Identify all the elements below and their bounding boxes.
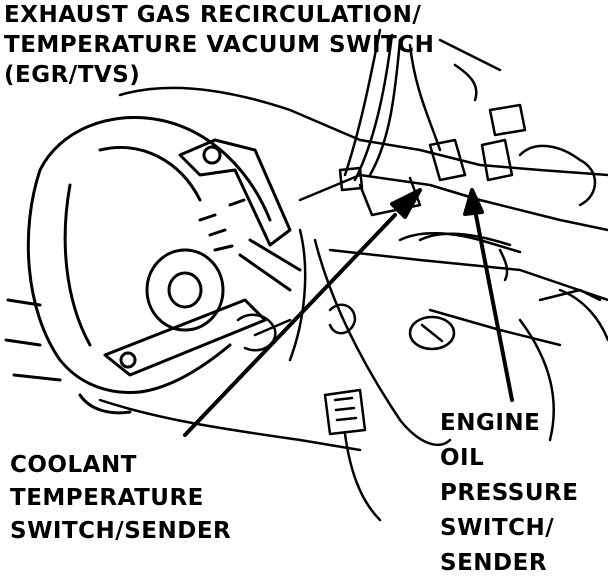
pointer-arrows [183, 188, 514, 437]
egr-label-line-2: TEMPERATURE VACUUM SWITCH [4, 32, 435, 58]
egr-label-line-3: (EGR/TVS) [4, 62, 141, 88]
egr-label-line-1: EXHAUST GAS RECIRCULATION/ [4, 2, 422, 28]
alternator-bracket [103, 138, 302, 377]
alternator [4, 115, 272, 415]
egr-tvs-label: EXHAUST GAS RECIRCULATION/ TEMPERATURE V… [4, 0, 434, 90]
wiring-harness [236, 28, 527, 522]
coolant-arrow-line [183, 213, 397, 437]
coolant-label-line-3: SWITCH/SENDER [10, 518, 232, 544]
coolant-label-line-2: TEMPERATURE [10, 485, 204, 511]
oil-pressure-sender-label: ENGINE OIL PRESSURE SWITCH/ SENDER [440, 406, 578, 581]
coolant-sender-label: COOLANT TEMPERATURE SWITCH/SENDER [10, 449, 231, 548]
oil-label-line-3: PRESSURE [440, 480, 579, 506]
coolant-label-line-1: COOLANT [10, 452, 137, 478]
oil-label-line-1: ENGINE [440, 410, 541, 436]
oil-label-line-5: SENDER [440, 550, 548, 576]
oil-arrow-line-1 [473, 208, 514, 402]
oil-arrow-line-2 [440, 195, 495, 400]
oil-label-line-4: SWITCH/ [440, 515, 555, 541]
oil-arrowhead-1 [463, 188, 484, 216]
coolant-arrowhead [390, 188, 422, 219]
oil-label-line-2: OIL [440, 445, 485, 471]
